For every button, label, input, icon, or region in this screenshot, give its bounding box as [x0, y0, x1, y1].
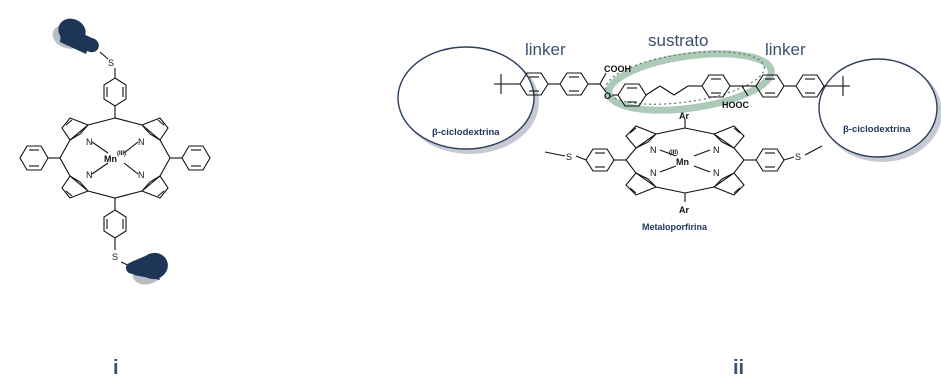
nitrogen-atom: N: [650, 168, 657, 178]
panel-label-ii: ii: [733, 357, 744, 376]
right-cyclodextrin: [818, 58, 941, 162]
bottom-cyclodextrin-cone: [126, 252, 168, 285]
nitrogen-atom: N: [138, 170, 145, 180]
nitrogen-atom: N: [713, 168, 720, 178]
metal-center-i: Mn: [104, 154, 117, 164]
substrate-highlight: [605, 50, 775, 114]
ether-oxygen: O: [604, 91, 611, 101]
oxidation-state-ii: (III): [669, 150, 678, 156]
nitrogen-atom: N: [713, 145, 720, 155]
right-thioether-link: [744, 145, 823, 172]
nitrogen-atom: N: [86, 170, 93, 180]
sulfur-atom-top: S: [108, 58, 114, 68]
metal-center-ii: Mn: [676, 157, 689, 167]
aryl-group-bottom: Ar: [679, 205, 689, 215]
left-linker-chain: [494, 72, 607, 96]
left-thioether-link: [544, 148, 626, 172]
panel-i-molecule: S N N N N Mn (III): [19, 18, 211, 285]
carboxyl-group-bottom: HOOC: [722, 100, 750, 110]
sulfur-atom-bottom: S: [112, 252, 118, 262]
linker-label-right: linker: [765, 40, 806, 59]
right-linker-chain: [741, 74, 850, 98]
substrate-label: sustrato: [648, 31, 708, 50]
right-cyclodextrin-label: β-ciclodextrina: [843, 124, 911, 135]
nitrogen-atom: N: [138, 137, 145, 147]
metalloporphyrin-caption: Metaloporfirina: [642, 222, 708, 232]
porphyrin-core-ii: [625, 119, 745, 202]
porphyrin-core-i: [59, 117, 171, 199]
linker-label-left: linker: [525, 40, 566, 59]
aryl-group-top: Ar: [679, 111, 689, 121]
left-cyclodextrin: [397, 46, 539, 154]
top-cyclodextrin-cone: [52, 18, 99, 54]
panel-label-i: i: [113, 357, 119, 376]
panel-ii-molecule: β-ciclodextrina β-ciclodextrina linker s…: [397, 31, 941, 232]
substrate-chain: [612, 74, 742, 107]
left-cyclodextrin-label: β-ciclodextrina: [432, 127, 500, 138]
nitrogen-atom: N: [86, 137, 93, 147]
carboxyl-group-top: COOH: [604, 64, 631, 74]
sulfur-atom-right: S: [795, 152, 801, 162]
nitrogen-atom: N: [650, 145, 657, 155]
sulfur-atom-left: S: [566, 152, 572, 162]
oxidation-state-i: (III): [117, 151, 126, 157]
